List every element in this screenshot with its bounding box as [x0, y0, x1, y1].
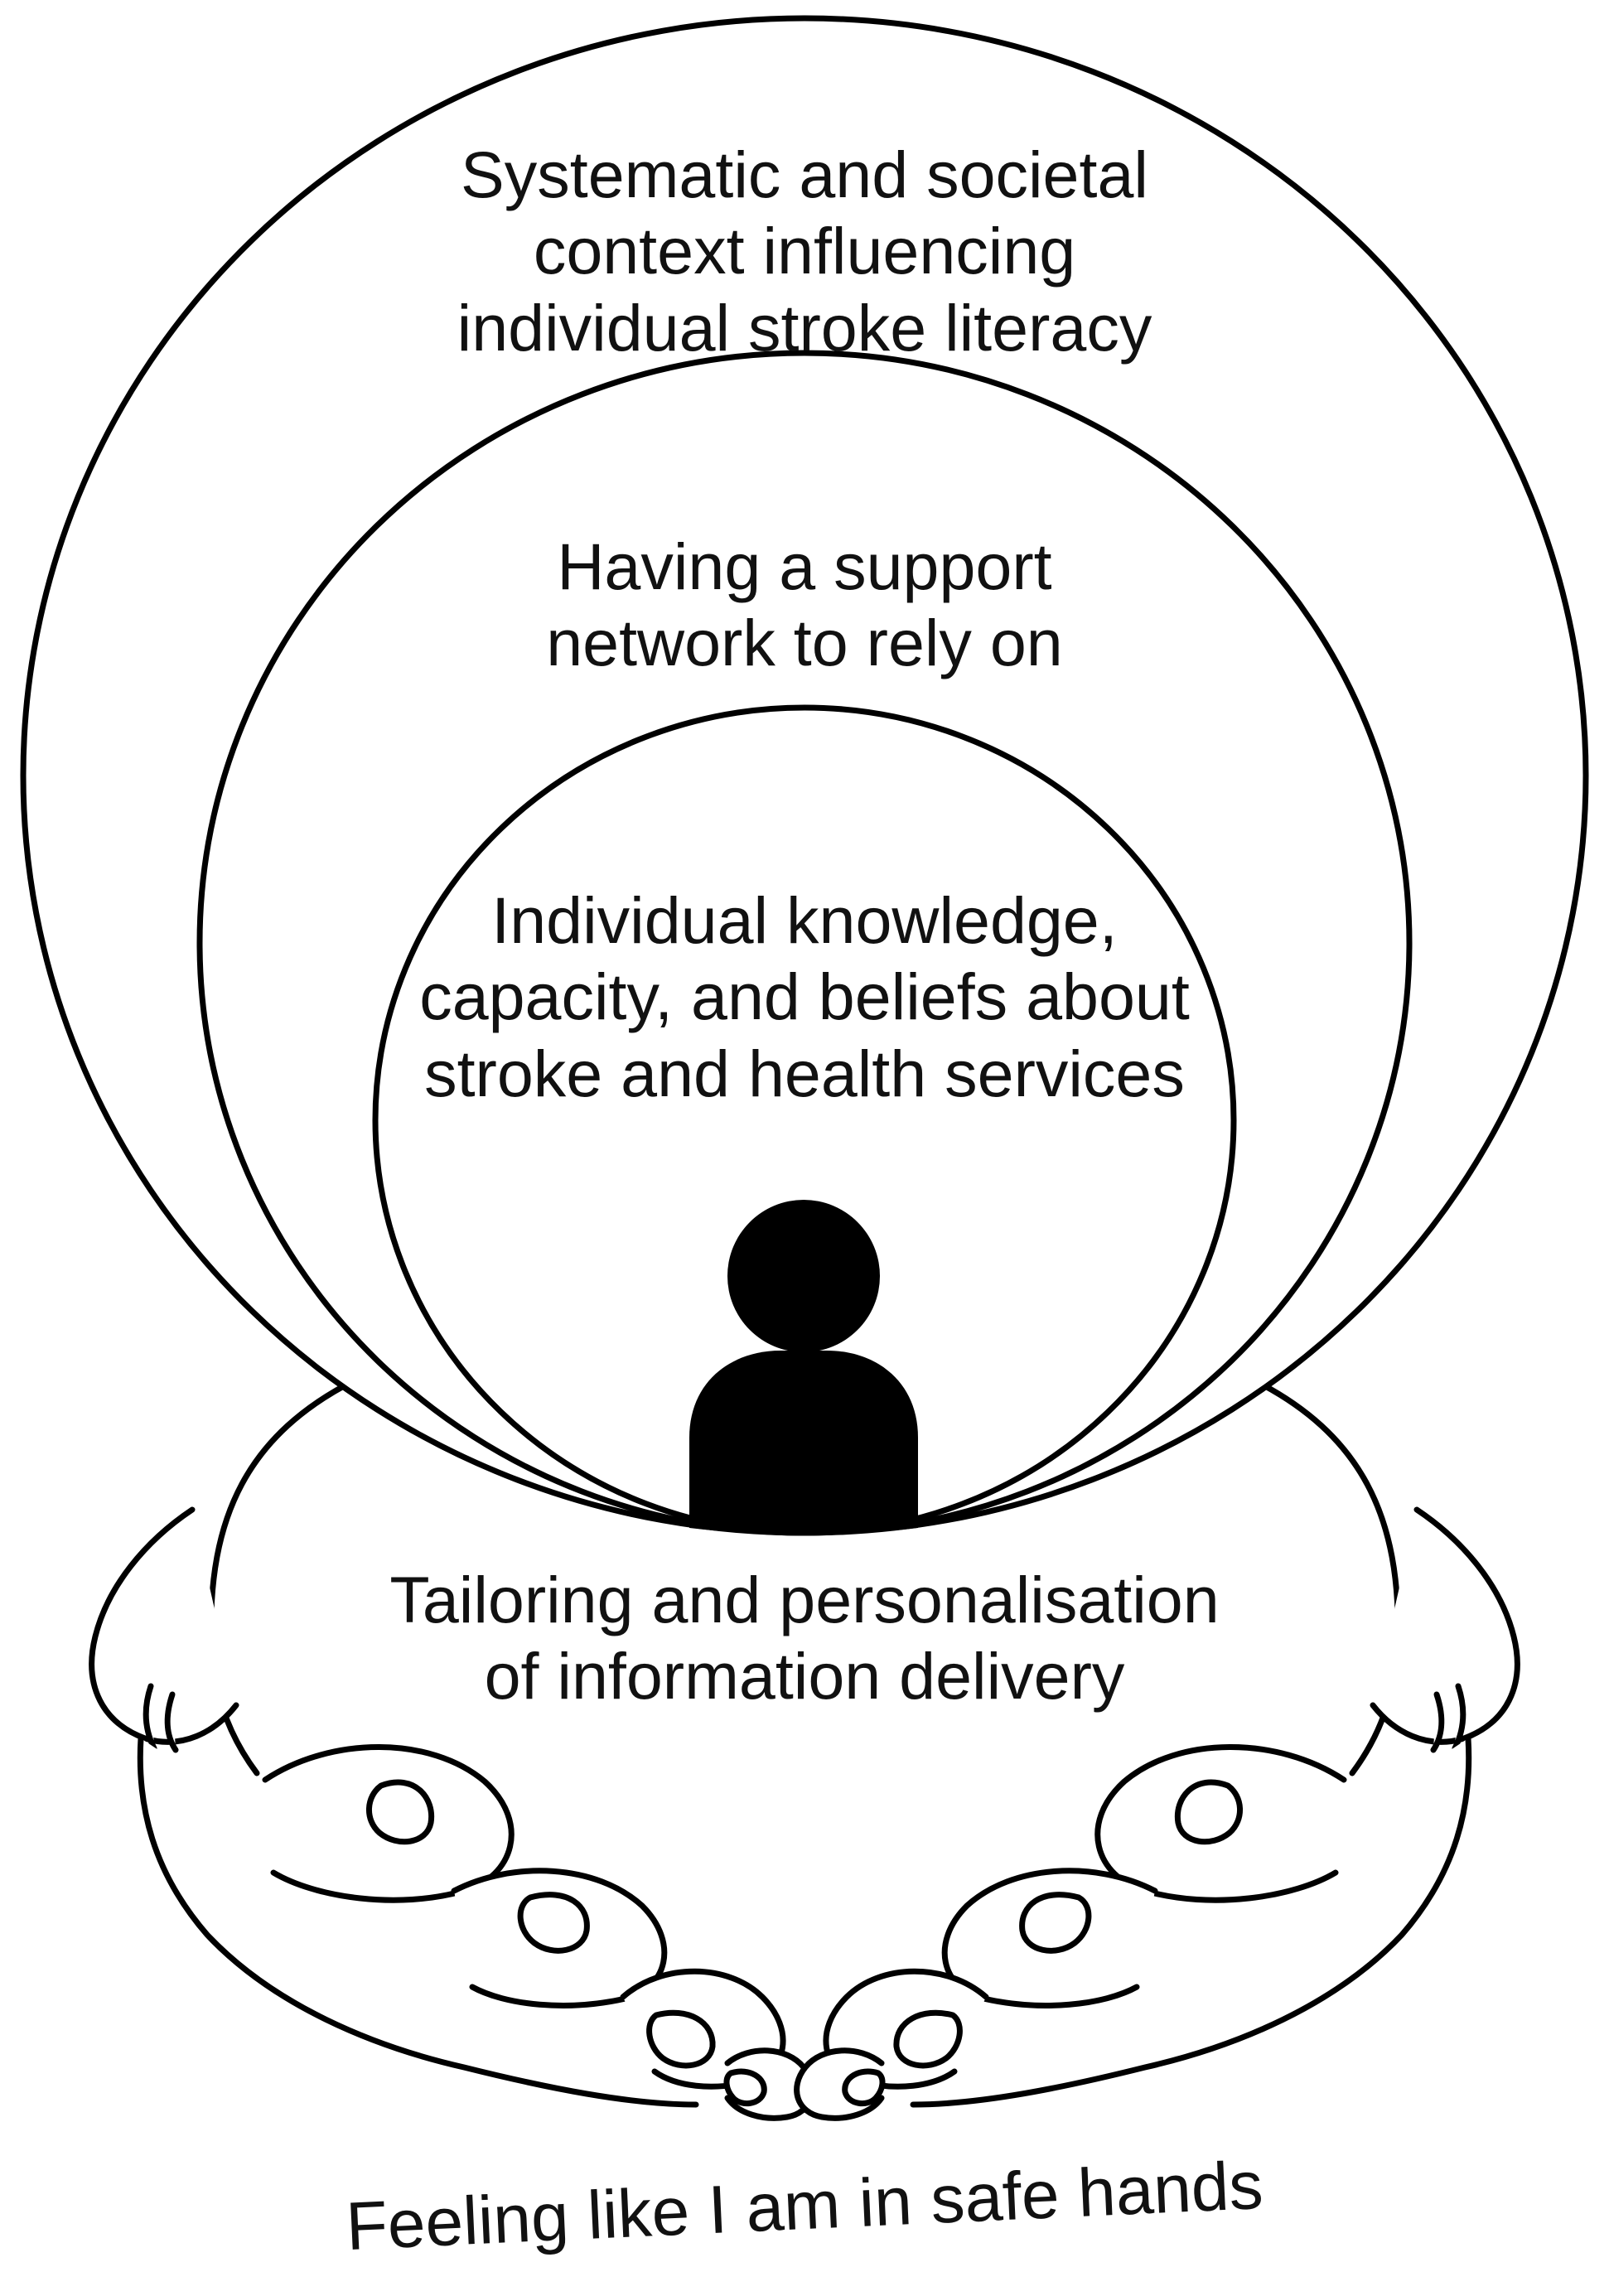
right-nail-4: [842, 2068, 886, 2107]
outer-context-line: Systematic and societal: [461, 138, 1148, 211]
individual-line: Individual knowledge,: [491, 883, 1118, 957]
left-nail-4: [723, 2068, 767, 2107]
right-thumb-crease: [1430, 1691, 1445, 1753]
person-head: [727, 1200, 880, 1352]
support-network-label: Having a support network to rely on: [390, 529, 1219, 682]
left-thumb-crease: [164, 1691, 179, 1753]
person-icon: [689, 1200, 918, 1534]
individual-label: Individual knowledge, capacity, and beli…: [349, 882, 1260, 1112]
support-network-line: Having a support: [557, 529, 1052, 603]
individual-line: capacity, and beliefs about: [419, 959, 1190, 1034]
outer-context-line: individual stroke literacy: [457, 290, 1152, 365]
left-nail-3: [646, 2009, 716, 2069]
left-thumb-crease: [143, 1683, 157, 1752]
left-nail-1: [366, 1779, 435, 1845]
person-body: [689, 1351, 918, 1534]
tailoring-line: of information delivery: [484, 1639, 1125, 1714]
left-thumb: [89, 1506, 239, 1745]
tailoring-line: Tailoring and personalisation: [389, 1563, 1220, 1636]
individual-line: stroke and health services: [424, 1036, 1185, 1110]
right-nail-2: [1019, 1892, 1092, 1954]
outer-context-line: context influencing: [533, 214, 1076, 288]
right-nail-1: [1174, 1779, 1243, 1845]
right-thumb-crease: [1452, 1683, 1466, 1752]
right-thumb: [1370, 1506, 1520, 1745]
tailoring-label: Tailoring and personalisation of informa…: [307, 1562, 1302, 1715]
right-nail-3: [893, 2009, 963, 2069]
cupped-hands-icon: [89, 1376, 1520, 2121]
outer-context-label: Systematic and societal context influenc…: [390, 137, 1219, 366]
left-nail-2: [517, 1892, 590, 1954]
support-network-line: network to rely on: [546, 606, 1063, 680]
